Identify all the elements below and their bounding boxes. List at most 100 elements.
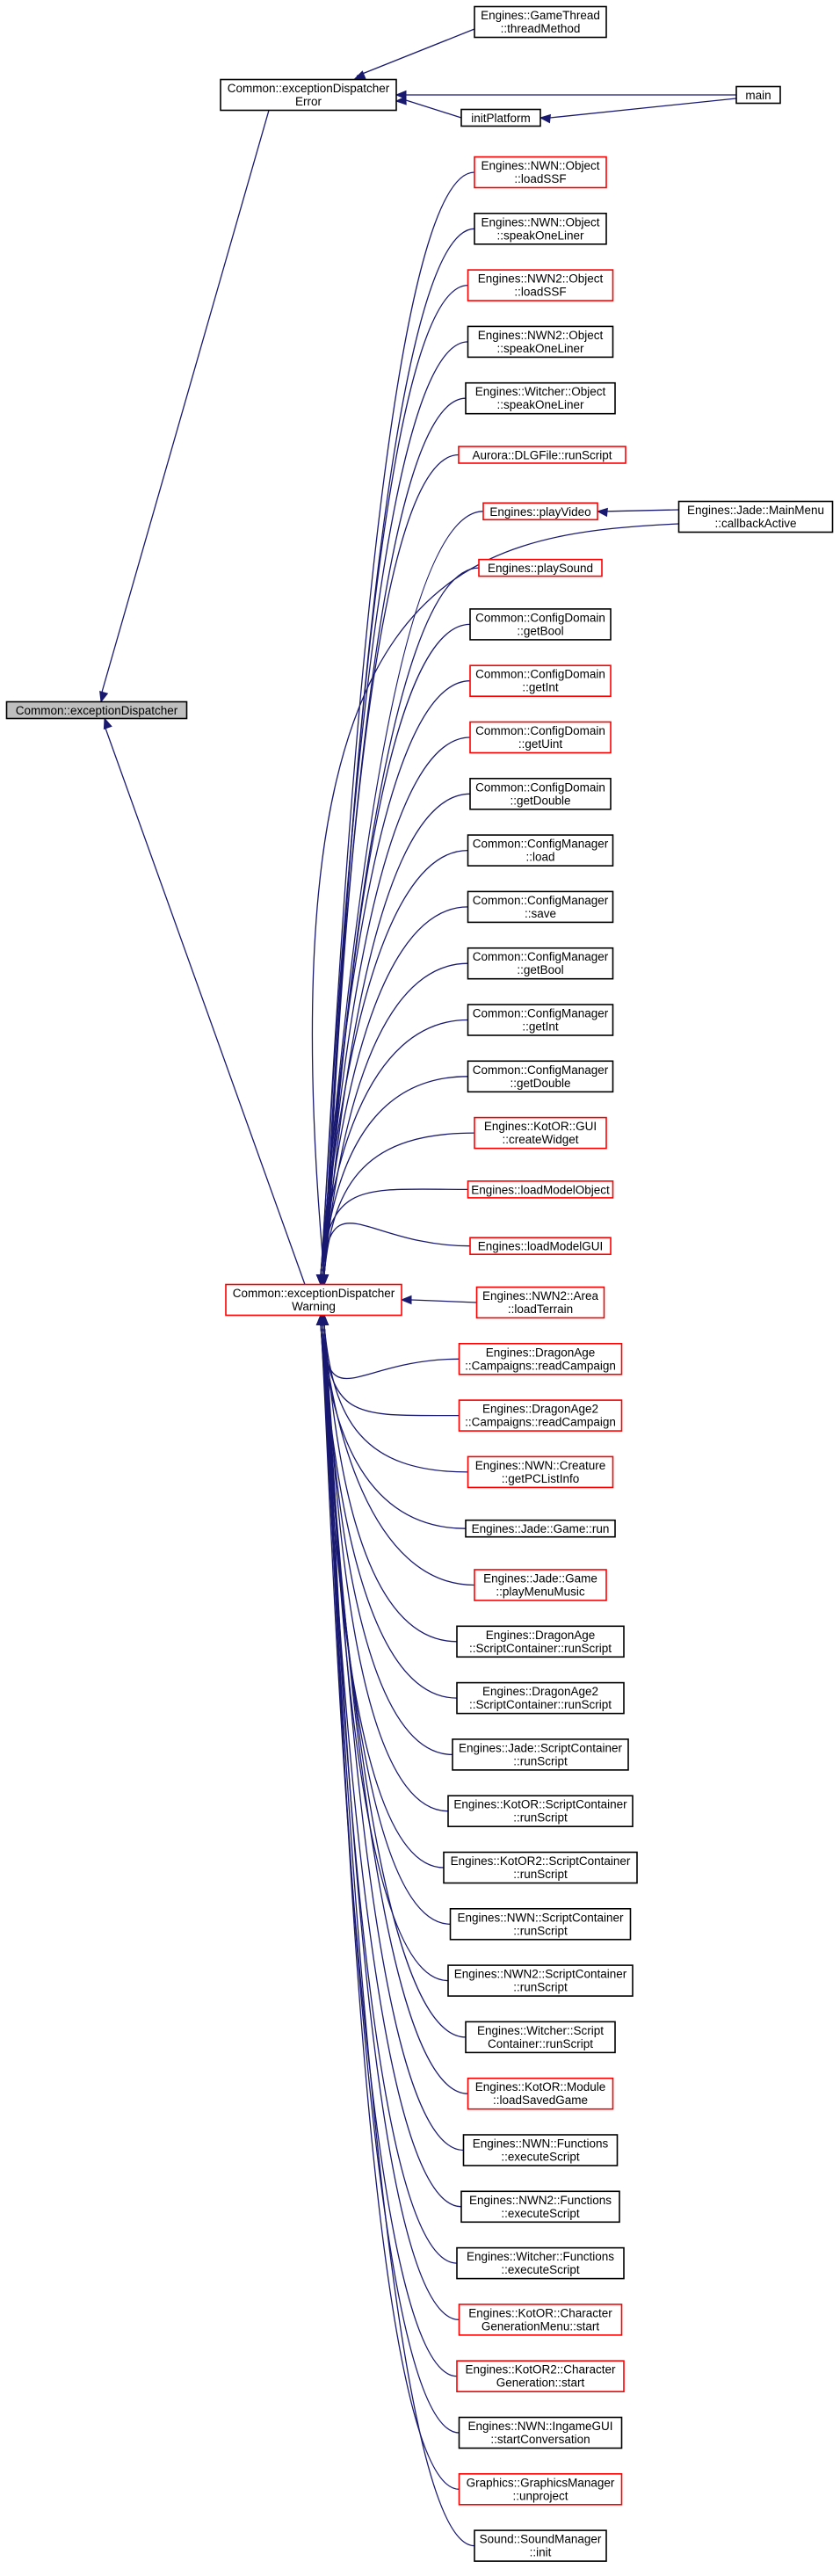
node-c19[interactable]: Engines::loadModelGUI <box>469 1237 612 1255</box>
node-c34[interactable]: Engines::KotOR::Module::loadSavedGame <box>467 2077 614 2110</box>
node-c13[interactable]: Common::ConfigManager::save <box>467 890 614 924</box>
node-c16[interactable]: Common::ConfigManager::getDouble <box>467 1060 614 1093</box>
node-c18[interactable]: Engines::loadModelObject <box>467 1180 614 1199</box>
node-c37[interactable]: Engines::Witcher::Functions::executeScri… <box>456 2246 625 2280</box>
edge-edw-root <box>105 728 306 1285</box>
edge-c35 <box>323 1324 464 2152</box>
node-c17[interactable]: Engines::KotOR::GUI::createWidget <box>474 1116 607 1150</box>
node-callbackactive[interactable]: Engines::Jade::MainMenu::callbackActive <box>677 500 834 533</box>
node-c8[interactable]: Common::ConfigDomain::getBool <box>469 608 612 641</box>
node-label: main <box>745 89 771 102</box>
node-label: Engines::NWN::Creature <box>475 1459 606 1472</box>
node-c10[interactable]: Common::ConfigDomain::getUint <box>469 721 612 754</box>
node-c12[interactable]: Common::ConfigManager::load <box>467 834 614 867</box>
node-box <box>452 1738 629 1771</box>
arrow-head <box>99 691 109 703</box>
node-box <box>467 2077 614 2110</box>
node-box <box>469 721 612 754</box>
node-c25[interactable]: Engines::Jade::Game::playMenuMusic <box>474 1569 607 1601</box>
node-box <box>458 446 626 464</box>
node-label: ::getDouble <box>510 1077 570 1090</box>
node-c28[interactable]: Engines::Jade::ScriptContainer::runScrip… <box>452 1738 629 1771</box>
arrow-head <box>395 96 407 105</box>
node-label: ::init <box>530 2546 552 2559</box>
node-box <box>458 2416 623 2449</box>
node-label: ::runScript <box>513 1754 568 1767</box>
node-c24[interactable]: Engines::Jade::Game::run <box>465 1519 616 1538</box>
edge-cb-playvideo <box>606 509 679 512</box>
node-c20[interactable]: Engines::NWN2::Area::loadTerrain <box>475 1286 605 1319</box>
node-c38[interactable]: Engines::KotOR::CharacterGenerationMenu:… <box>458 2304 623 2336</box>
edge-c20 <box>410 1299 477 1303</box>
node-label: ::Campaigns::readCampaign <box>465 1359 616 1372</box>
node-c9[interactable]: Common::ConfigDomain::getInt <box>469 664 612 698</box>
node-box <box>474 1569 607 1601</box>
node-box <box>677 500 834 533</box>
node-root[interactable]: Common::exceptionDispatcher <box>5 700 188 720</box>
node-box <box>462 2134 619 2166</box>
node-label: Engines::DragonAge <box>486 1629 596 1642</box>
node-box <box>447 1964 634 1997</box>
node-label: Engines::GameThread <box>481 9 600 22</box>
node-c1[interactable]: Engines::NWN::Object::speakOneLiner <box>474 213 607 245</box>
node-c14[interactable]: Common::ConfigManager::getBool <box>467 947 614 980</box>
node-label: ::speakOneLiner <box>496 229 584 242</box>
edge-init-ede <box>405 99 462 119</box>
node-box <box>478 558 603 577</box>
node-label: Common::ConfigManager <box>473 1063 609 1077</box>
node-c32[interactable]: Engines::NWN2::ScriptContainer::runScrip… <box>447 1964 634 1997</box>
node-label: ::runScript <box>513 1981 568 1994</box>
node-c7[interactable]: Engines::playSound <box>478 558 603 577</box>
node-c23[interactable]: Engines::NWN::Creature::getPCListInfo <box>467 1455 614 1489</box>
node-c11[interactable]: Common::ConfigDomain::getDouble <box>469 777 612 810</box>
node-label: Engines::KotOR::Module <box>475 2080 606 2093</box>
edge-c41 <box>323 1324 460 2490</box>
node-label: ::speakOneLiner <box>496 398 584 411</box>
node-gamethread[interactable]: Engines::GameThread::threadMethod <box>474 5 607 39</box>
node-c41[interactable]: Graphics::GraphicsManager::unproject <box>458 2473 623 2506</box>
node-c3[interactable]: Engines::NWN2::Object::speakOneLiner <box>467 325 614 359</box>
node-label: ::loadSSF <box>514 286 566 299</box>
node-c30[interactable]: Engines::KotOR2::ScriptContainer::runScr… <box>443 1851 638 1884</box>
node-c5[interactable]: Aurora::DLGFile::runScript <box>458 446 626 464</box>
node-label: Engines::DragonAge2 <box>482 1403 598 1416</box>
node-c36[interactable]: Engines::NWN2::Functions::executeScript <box>460 2190 620 2224</box>
edge-c36 <box>320 1324 462 2208</box>
node-label: Sound::SoundManager <box>480 2533 602 2546</box>
arrow-head <box>353 70 366 80</box>
node-label: Common::ConfigManager <box>473 950 609 963</box>
node-box <box>482 502 598 521</box>
node-c4[interactable]: Engines::Witcher::Object::speakOneLiner <box>465 381 616 415</box>
node-c31[interactable]: Engines::NWN::ScriptContainer::runScript <box>449 1908 632 1941</box>
node-c40[interactable]: Engines::NWN::IngameGUI::startConversati… <box>458 2416 623 2449</box>
node-box <box>735 85 781 105</box>
node-c0[interactable]: Engines::NWN::Object::loadSSF <box>474 156 607 189</box>
node-c22[interactable]: Engines::DragonAge2::Campaigns::readCamp… <box>458 1399 623 1432</box>
node-c29[interactable]: Engines::KotOR::ScriptContainer::runScri… <box>447 1795 634 1827</box>
node-c15[interactable]: Common::ConfigManager::getInt <box>467 1004 614 1036</box>
node-main[interactable]: main <box>735 85 781 105</box>
node-box <box>469 608 612 641</box>
node-c21[interactable]: Engines::DragonAge::Campaigns::readCampa… <box>458 1343 623 1375</box>
edge-c22 <box>322 1324 460 1417</box>
node-initplatform[interactable]: initPlatform <box>460 108 541 127</box>
node-label: ::threadMethod <box>501 22 581 35</box>
edge-c30 <box>320 1324 445 1869</box>
arrow-head <box>319 1274 329 1286</box>
node-c2[interactable]: Engines::NWN2::Object::loadSSF <box>467 269 614 301</box>
node-c33[interactable]: Engines::Witcher::ScriptContainer::runSc… <box>465 2021 616 2054</box>
node-label: ::playMenuMusic <box>496 1586 585 1599</box>
node-c26[interactable]: Engines::DragonAge::ScriptContainer::run… <box>456 1625 625 1658</box>
node-box <box>465 1519 616 1538</box>
node-c39[interactable]: Engines::KotOR2::CharacterGeneration::st… <box>456 2360 625 2392</box>
node-label: ::Campaigns::readCampaign <box>465 1416 616 1429</box>
node-c35[interactable]: Engines::NWN::Functions::executeScript <box>462 2134 619 2166</box>
node-c6[interactable]: Engines::playVideo <box>482 502 598 521</box>
node-label: ::executeScript <box>501 2151 580 2164</box>
node-c42[interactable]: Sound::SoundManager::init <box>474 2529 607 2562</box>
node-label: ::executeScript <box>501 2207 580 2220</box>
node-label: Engines::Jade::ScriptContainer <box>459 1741 623 1754</box>
node-c27[interactable]: Engines::DragonAge2::ScriptContainer::ru… <box>456 1681 625 1715</box>
